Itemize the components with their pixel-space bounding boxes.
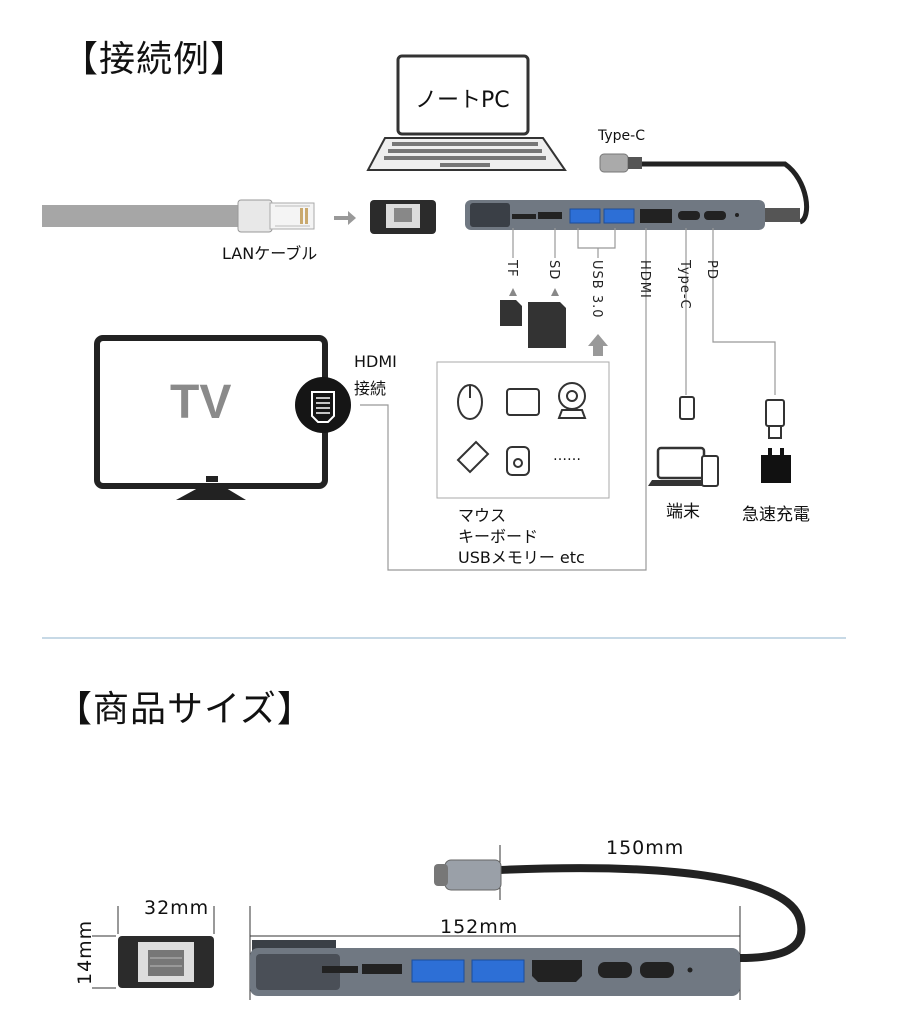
- hdmi-port-icon: [295, 377, 351, 433]
- ethernet-port-icon: [370, 200, 436, 234]
- port-label-pd: PD: [704, 260, 719, 280]
- up-arrow-icon: [588, 334, 608, 356]
- size-heading: 【商品サイズ】: [56, 689, 314, 730]
- connection-heading: 【接続例】: [62, 39, 248, 80]
- laptop-label: ノートPC: [415, 88, 510, 113]
- usb-devices-text-3: USBメモリー etc: [458, 548, 585, 567]
- usb-devices-text-1: マウス: [458, 506, 507, 525]
- usb-dongle-icon: [506, 446, 530, 476]
- hub-side-view: [118, 936, 214, 988]
- tv-label: TV: [170, 376, 232, 429]
- typec-plug-icon: [679, 396, 695, 420]
- port-leader-lines: [512, 228, 714, 258]
- hdmi-connection-line: [360, 258, 647, 571]
- hdmi-label-line2: 接続: [354, 379, 387, 398]
- dimension-lines: [92, 845, 741, 1000]
- typec-cable-label: Type-C: [598, 128, 645, 144]
- usb-devices-text-2: キーボード: [458, 527, 539, 546]
- hdmi-label-line1: HDMI: [354, 352, 397, 371]
- usb-devices-ellipsis: ……: [553, 448, 581, 464]
- port-label-usb: USB 3.0: [589, 260, 604, 319]
- terminal-label: 端末: [666, 502, 700, 522]
- width-label: 32mm: [144, 897, 210, 919]
- arrow-icon: [334, 211, 356, 225]
- port-label-sd: SD: [546, 260, 561, 281]
- lan-cable-label: LANケーブル: [222, 244, 318, 263]
- hub-front-view: [250, 859, 806, 996]
- hub-length-label: 152mm: [440, 916, 519, 938]
- port-label-hdmi: HDMI: [637, 260, 652, 299]
- usb-devices-box: [436, 361, 610, 499]
- tv-icon: [94, 335, 328, 500]
- sd-card-icon: [500, 300, 566, 348]
- port-label-tf: TF: [504, 260, 519, 278]
- usb-plug-icon: [765, 399, 785, 439]
- mouse-icon: [457, 384, 483, 420]
- hub-icon: [465, 153, 810, 230]
- laptop-icon: [366, 54, 567, 171]
- charge-label: 急速充電: [742, 505, 810, 525]
- usb-stick-icon: [456, 440, 490, 474]
- terminal-device-icon: [648, 446, 719, 487]
- lan-cable-icon: [42, 199, 315, 233]
- port-label-typec: Type-C: [677, 260, 692, 310]
- height-label: 14mm: [74, 919, 96, 985]
- cable-length-label: 150mm: [606, 837, 685, 859]
- charger-icon: [761, 448, 791, 483]
- keyboard-icon: [506, 388, 540, 416]
